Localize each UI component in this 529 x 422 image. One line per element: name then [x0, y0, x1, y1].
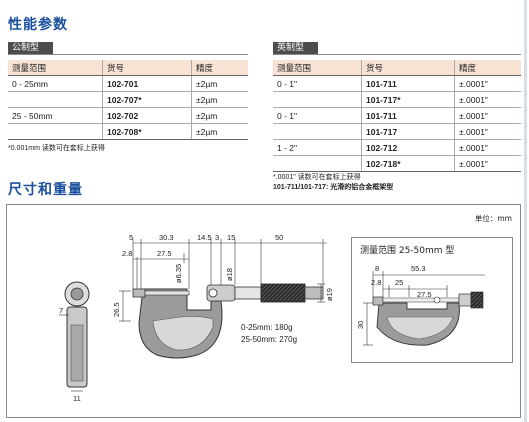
- inset-title: 测量范围 25-50mm 型: [360, 246, 455, 256]
- inset-dim-25: 25: [395, 278, 403, 287]
- dim-3: 3: [215, 233, 219, 242]
- dim-5: 5: [129, 233, 133, 242]
- dim-15: 15: [227, 233, 235, 242]
- dim-2-8: 2.8: [122, 249, 132, 258]
- accuracy-cell: ±.0001": [454, 155, 521, 172]
- table-row: 0 - 1" 101-711 ±.0001": [273, 107, 521, 124]
- table-row: 101-717* ±.0001": [273, 91, 521, 108]
- range-cell: [8, 91, 103, 108]
- metric-footnote: *0.001mm 读数可在套标上获得: [8, 145, 105, 152]
- code-cell: 101-717: [361, 123, 455, 140]
- accuracy-cell: ±.0001": [454, 91, 521, 108]
- dim-19: ø19: [325, 288, 334, 301]
- col-header-accuracy: 精度: [191, 60, 248, 76]
- col-header-code: 货号: [102, 60, 192, 76]
- accuracy-cell: ±2µm: [191, 123, 248, 140]
- page-edge-border: [524, 0, 527, 422]
- table-row: 0 - 25mm 102-701 ±2µm: [8, 75, 248, 92]
- accuracy-cell: ±2µm: [191, 91, 248, 108]
- accuracy-cell: ±2µm: [191, 107, 248, 124]
- dim-50: 50: [275, 233, 283, 242]
- code-cell: 101-711: [361, 75, 455, 92]
- code-cell: 102-718*: [361, 155, 455, 172]
- table-row: 0 - 1" 101-711 ±.0001": [273, 75, 521, 92]
- inch-spec-table: 测量范围 货号 精度 0 - 1" 101-711 ±.0001" 101-71…: [273, 60, 521, 172]
- range-cell: [273, 91, 362, 108]
- dimensions-title: 尺寸和重量: [8, 182, 83, 198]
- dim-7: 7: [59, 306, 63, 315]
- side-view-icon: [64, 281, 90, 388]
- dim-11: 11: [73, 394, 81, 403]
- metric-tag-underline: [8, 54, 248, 55]
- accuracy-cell: ±.0001": [454, 107, 521, 124]
- range-cell: [273, 155, 362, 172]
- accuracy-cell: ±.0001": [454, 123, 521, 140]
- dim-18: ø18: [225, 268, 234, 281]
- table-row: 1 - 2" 102-712 ±.0001": [273, 139, 521, 156]
- inset-dim-2-8: 2.8: [371, 278, 381, 287]
- range-cell: 0 - 25mm: [8, 75, 103, 92]
- dim-26-5: 26.5: [112, 302, 121, 317]
- code-cell: 102-712: [361, 139, 455, 156]
- micrometer-drawing: 7 11: [59, 233, 485, 403]
- inset-micrometer-icon: [372, 291, 484, 346]
- inset-dim-30: 30: [356, 321, 365, 329]
- accuracy-cell: ±2µm: [191, 75, 248, 92]
- dim-27-5: 27.5: [157, 249, 172, 258]
- code-cell: 102-701: [102, 75, 192, 92]
- specs-title: 性能参数: [8, 17, 68, 33]
- inch-footnote-2: 101-711/101-717: 光滑的铝合金框架型: [273, 184, 394, 191]
- range-cell: 1 - 2": [273, 139, 362, 156]
- code-cell: 102-708*: [102, 123, 192, 140]
- dim-30-3: 30.3: [159, 233, 174, 242]
- accuracy-cell: ±.0001": [454, 75, 521, 92]
- weight-0-25: 0-25mm: 180g: [241, 323, 293, 332]
- range-cell: 0 - 1": [273, 107, 362, 124]
- inch-tag: 英制型: [273, 42, 319, 54]
- dim-6-35: ø6.35: [174, 264, 183, 283]
- code-cell: 102-702: [102, 107, 192, 124]
- code-cell: 101-711: [361, 107, 455, 124]
- code-cell: 101-717*: [361, 91, 455, 108]
- unit-label: 单位：mm: [474, 214, 512, 223]
- table-row: 25 - 50mm 102-702 ±2µm: [8, 107, 248, 124]
- accuracy-cell: ±.0001": [454, 139, 521, 156]
- range-cell: 25 - 50mm: [8, 107, 103, 124]
- table-row: 102-718* ±.0001": [273, 155, 521, 172]
- weights-block: 0-25mm: 180g 25-50mm: 270g: [241, 322, 297, 346]
- metric-spec-table: 测量范围 货号 精度 0 - 25mm 102-701 ±2µm 102-707…: [8, 60, 248, 140]
- table-row: 102-707* ±2µm: [8, 91, 248, 108]
- range-cell: 0 - 1": [273, 75, 362, 92]
- dimension-drawing-panel: 单位：mm 7 11: [6, 204, 521, 418]
- inch-tag-underline: [273, 54, 521, 55]
- range-cell: [8, 123, 103, 140]
- table-row: 102-708* ±2µm: [8, 123, 248, 140]
- col-header-accuracy: 精度: [454, 60, 521, 76]
- col-header-code: 货号: [361, 60, 455, 76]
- table-row: 101-717 ±.0001": [273, 123, 521, 140]
- inset-dim-27-5: 27.5: [417, 290, 432, 299]
- inset-frame: 测量范围 25-50mm 型: [351, 237, 513, 363]
- metric-tag: 公制型: [8, 42, 54, 54]
- code-cell: 102-707*: [102, 91, 192, 108]
- dim-14-5: 14.5: [197, 233, 212, 242]
- inset-dim-8: 8: [375, 264, 379, 273]
- inset-dim-55-3: 55.3: [411, 264, 426, 273]
- col-header-range: 测量范围: [8, 60, 103, 76]
- inch-footnote-1: *.0001" 读数可在套标上获得: [273, 174, 361, 181]
- col-header-range: 测量范围: [273, 60, 362, 76]
- micrometer-frame-icon: [132, 283, 324, 359]
- range-cell: [273, 123, 362, 140]
- weight-25-50: 25-50mm: 270g: [241, 335, 298, 344]
